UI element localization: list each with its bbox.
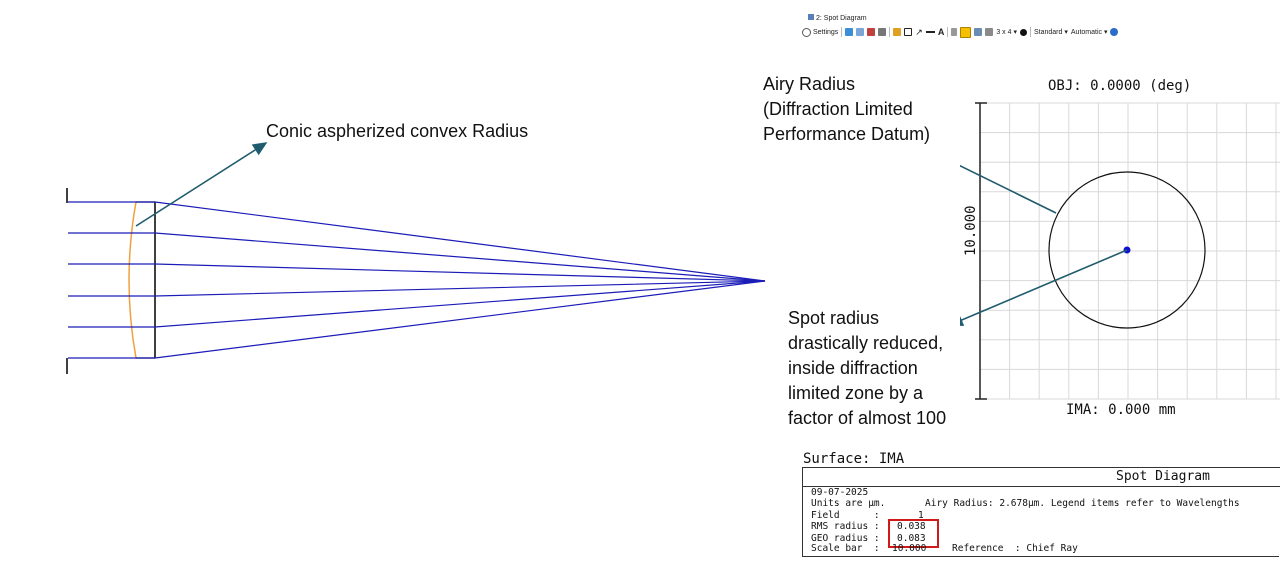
spot-line-3: inside diffraction	[788, 358, 918, 378]
plot-grid	[979, 102, 1280, 400]
toolbar-row: Settings ↗ A 3 x 4 ▾ Standard ▾ Automati…	[802, 26, 1119, 38]
window-icon	[808, 14, 814, 20]
spot-line-5: factor of almost 100	[788, 408, 947, 428]
airy-disk-circle	[1048, 171, 1206, 329]
stats-airy-note: Airy Radius: 2.678µm. Legend items refer…	[925, 498, 1240, 509]
scale-mode-dropdown[interactable]: Automatic ▾	[1070, 29, 1108, 36]
grid-toggle-icon[interactable]	[960, 26, 972, 38]
stats-scalebar-value: 10.000	[892, 543, 927, 554]
lens-element	[128, 201, 156, 359]
settings-button[interactable]: Settings	[802, 27, 838, 37]
text-tool-icon[interactable]: A	[937, 27, 945, 37]
stats-geo-label: GEO radius :	[811, 533, 880, 544]
toolbar-separator	[841, 27, 843, 37]
spot-line-4: limited zone by a	[788, 383, 924, 403]
toolbar-separator	[889, 27, 891, 37]
spot-diagram-toolbar: 2: Spot Diagram Settings ↗ A 3 x 4 ▾ Sta…	[800, 12, 1280, 40]
layers-icon[interactable]	[985, 28, 994, 36]
airy-annotation-label: Airy Radius (Diffraction Limited Perform…	[763, 72, 930, 147]
mode-dropdown[interactable]: Standard ▾	[1034, 29, 1068, 36]
stats-rms-value: 0.038	[897, 521, 926, 532]
help-icon[interactable]	[1110, 28, 1119, 36]
stats-scalebar-label: Scale bar :	[811, 543, 880, 554]
conic-annotation-arrow	[135, 142, 268, 227]
airy-line-1: Airy Radius	[763, 74, 856, 94]
stats-date: 09-07-2025	[811, 487, 869, 498]
chevron-down-circle-icon	[802, 27, 811, 37]
layout-dropdown[interactable]: 3 x 4 ▾	[996, 29, 1017, 36]
lens-ray-diagram	[66, 142, 766, 374]
lock-icon[interactable]	[951, 28, 958, 36]
airy-line-3: Performance Datum)	[763, 124, 931, 144]
refresh-icon[interactable]	[845, 28, 854, 36]
save-icon[interactable]	[867, 28, 876, 36]
spot-diagram-plot	[960, 102, 1280, 400]
print-icon[interactable]	[878, 28, 887, 36]
airy-line-2: (Diffraction Limited	[763, 99, 913, 119]
stats-field-value: 1	[918, 510, 924, 521]
line-tool-icon[interactable]	[925, 31, 935, 33]
spot-line-1: Spot radius	[788, 308, 880, 328]
rectangle-icon[interactable]	[904, 28, 913, 36]
window-title: 2: Spot Diagram	[808, 14, 867, 22]
arrow-tool-icon[interactable]: ↗	[915, 26, 923, 37]
obj-label: OBJ: 0.0000 (deg)	[1048, 78, 1192, 94]
scale-bar	[975, 102, 987, 400]
spot-annotation-label: Spot radius drastically reduced, inside …	[788, 306, 946, 431]
copy-icon[interactable]	[856, 28, 865, 36]
ray-bundle	[68, 201, 766, 359]
stats-panel	[802, 485, 1279, 557]
surface-label: Surface: IMA	[803, 451, 905, 467]
stats-geo-value: 0.083	[897, 533, 926, 544]
toolbar-separator	[1030, 27, 1031, 37]
ima-label: IMA: 0.000 mm	[1066, 402, 1176, 418]
stats-panel-title-bar	[802, 467, 1280, 487]
stats-reference: Reference : Chief Ray	[952, 543, 1078, 554]
window-icon[interactable]	[974, 28, 983, 36]
stats-panel-title: Spot Diagram	[1116, 469, 1210, 484]
conic-annotation-label: Conic aspherized convex Radius	[266, 121, 529, 141]
spot-line-2: drastically reduced,	[788, 333, 944, 353]
toolbar-separator	[947, 27, 949, 37]
spot-annotation-arrow	[960, 249, 1128, 326]
pencil-icon[interactable]	[893, 28, 902, 36]
stats-rms-label: RMS radius :	[811, 521, 880, 532]
rms-geo-highlight-box	[888, 519, 939, 548]
stats-field-label: Field :	[811, 510, 880, 521]
airy-annotation-arrow	[960, 164, 1057, 214]
clock-icon[interactable]	[1020, 28, 1027, 36]
stats-units: Units are µm.	[811, 498, 886, 509]
